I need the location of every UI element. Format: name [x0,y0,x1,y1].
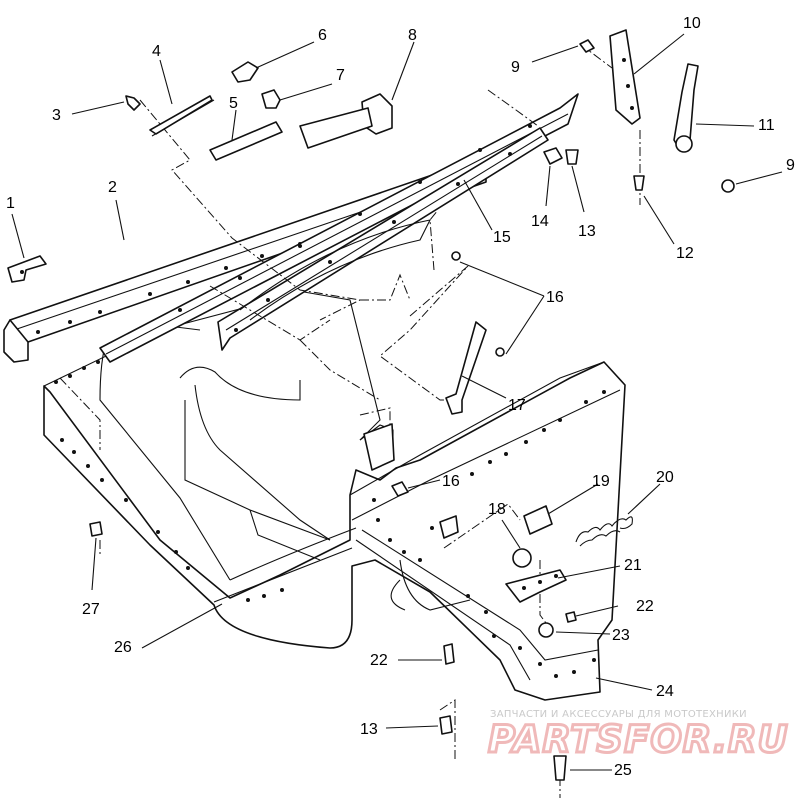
pin-13b [439,715,453,735]
callout-labels: 1 2 3 4 5 6 7 8 9 9 10 11 12 13 13 14 15… [6,15,795,779]
callout-14: 14 [531,213,549,230]
link-arm-11 [673,63,699,153]
bolt-12 [633,175,645,191]
fastener-9a [579,39,595,53]
callout-2: 2 [108,179,117,196]
strap-17 [445,321,487,415]
lens-4 [149,95,215,137]
screw-22a [565,611,577,623]
screw-27 [89,521,103,537]
callout-9-right: 9 [786,157,795,174]
callout-17: 17 [508,397,526,414]
watermark-brand: PARTSFOR.RU [488,718,789,761]
fastener-9b [721,179,735,193]
knob-18 [512,548,532,568]
callout-13-lower: 13 [360,721,378,738]
pin-13a [565,149,579,165]
callout-25: 25 [614,762,632,779]
frame-bracket [363,423,459,539]
callout-10: 10 [683,15,701,32]
rear-frame-body [43,291,626,701]
callout-18: 18 [488,501,506,518]
callout-26: 26 [114,639,132,656]
callout-20: 20 [656,469,674,486]
callout-16-upper: 16 [546,289,564,306]
callout-3: 3 [52,107,61,124]
bracket-1 [7,255,47,283]
top-channel [99,93,579,363]
bolt-25 [553,755,567,781]
callout-6: 6 [318,27,327,44]
callout-4: 4 [152,43,161,60]
callout-11: 11 [758,117,775,134]
callout-13-upper: 13 [578,223,596,240]
watermark-tagline: ЗАПЧАСТИ И АКСЕССУАРЫ ДЛЯ МОТОТЕХНИКИ [490,709,747,720]
hinge-bracket-10 [609,29,641,125]
screw-22b [443,643,455,665]
strip-5 [209,121,283,161]
callout-23: 23 [612,627,630,644]
callout-1: 1 [6,195,15,212]
callout-7: 7 [336,67,345,84]
callout-19: 19 [592,473,610,490]
callout-16-lower: 16 [442,473,460,490]
bolt-7 [261,89,281,109]
leader-lines [11,33,783,771]
lamp-8 [299,93,393,149]
clip-14 [543,147,563,165]
callout-22-left: 22 [370,652,388,669]
callout-9-top: 9 [511,59,520,76]
callout-5: 5 [229,95,238,112]
callout-15: 15 [493,229,511,246]
callout-24: 24 [656,683,674,700]
watermark: ЗАПЧАСТИ И АКСЕССУАРЫ ДЛЯ МОТОТЕХНИКИ PA… [487,709,790,763]
frame-holes [54,360,606,678]
callout-27: 27 [82,601,100,618]
fastener-16b [391,481,409,497]
latch-19 [523,505,553,535]
fastener-16a [451,251,505,357]
nut-6 [231,61,259,83]
spring-20 [575,516,633,547]
screw-3 [125,95,141,111]
callout-21: 21 [624,557,642,574]
callout-8: 8 [408,27,417,44]
callout-12: 12 [676,245,694,262]
callout-22-right: 22 [636,598,654,615]
hinge-plate-21 [505,569,567,603]
washer-23 [538,622,554,638]
